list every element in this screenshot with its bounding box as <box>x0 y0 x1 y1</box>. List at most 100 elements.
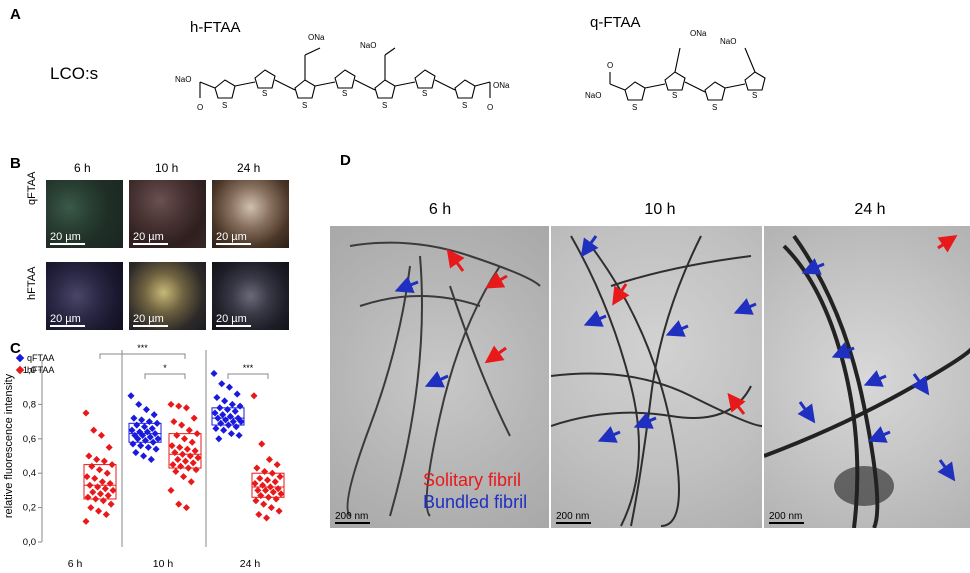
tem-6h-fibrils <box>346 241 541 517</box>
data-point-hftaa <box>88 462 96 470</box>
data-point-qftaa <box>213 393 221 402</box>
b-row-qftaa: qFTAA <box>26 171 38 205</box>
data-point-qftaa <box>222 416 230 424</box>
data-point-qftaa <box>150 411 158 419</box>
y-tick-label: 0,6 <box>23 434 36 445</box>
data-point-hftaa <box>265 455 273 463</box>
d-time-10h: 10 h <box>644 201 676 218</box>
panel-letter-a: A <box>10 6 21 23</box>
data-point-hftaa <box>191 447 199 455</box>
data-point-hftaa <box>263 476 272 484</box>
data-point-qftaa <box>152 445 160 453</box>
tem-10h-fibrils <box>551 235 762 527</box>
legend-marker-hftaa <box>15 365 25 375</box>
tem-scale-bar: 200 nm <box>769 511 805 524</box>
data-point-hftaa <box>91 474 99 482</box>
data-point-qftaa <box>135 400 143 408</box>
data-point-hftaa <box>171 449 179 457</box>
x-category-label: 6 h <box>68 558 83 570</box>
data-point-hftaa <box>181 457 190 465</box>
data-point-hftaa <box>100 457 108 465</box>
svg-text:ONa: ONa <box>690 29 707 38</box>
data-point-qftaa <box>210 369 218 377</box>
data-point-hftaa <box>185 426 193 434</box>
data-point-hftaa <box>174 455 182 463</box>
svg-text:NaO: NaO <box>175 75 191 84</box>
data-point-qftaa <box>144 443 152 451</box>
data-point-hftaa <box>101 485 109 493</box>
data-point-hftaa <box>175 402 183 410</box>
y-tick-label: 0,4 <box>23 468 36 479</box>
data-point-hftaa <box>273 461 281 469</box>
data-point-qftaa <box>145 418 153 426</box>
data-point-hftaa <box>82 517 90 525</box>
tem-scale-bar: 200 nm <box>556 511 592 524</box>
data-point-hftaa <box>178 421 186 429</box>
data-point-qftaa <box>143 428 151 436</box>
scale-bar: 20 µm <box>50 313 85 327</box>
legend-qftaa: qFTAA <box>27 353 54 363</box>
data-point-hftaa <box>93 455 101 463</box>
data-point-hftaa <box>275 507 283 515</box>
data-point-hftaa <box>105 443 113 451</box>
svg-text:ONa: ONa <box>493 81 510 90</box>
data-point-hftaa <box>104 492 112 500</box>
h-ftaa-title: h-FTAA <box>190 19 241 36</box>
y-axis-label: relative fluorescence intensity <box>3 373 15 518</box>
data-point-qftaa <box>129 440 137 448</box>
d-time-6h: 6 h <box>428 201 452 218</box>
significance-label: * <box>163 363 167 373</box>
data-point-hftaa <box>173 431 181 439</box>
significance-bracket <box>99 353 186 359</box>
data-point-hftaa <box>253 464 261 472</box>
data-point-qftaa <box>225 383 233 391</box>
data-point-hftaa <box>90 426 98 434</box>
data-point-hftaa <box>98 478 106 486</box>
data-point-hftaa <box>86 481 94 489</box>
svg-text:S: S <box>632 103 637 112</box>
data-point-hftaa <box>177 462 185 470</box>
data-point-hftaa <box>277 490 285 498</box>
data-point-hftaa <box>188 438 196 446</box>
significance-label: *** <box>137 343 148 353</box>
tem-arrows <box>394 235 958 482</box>
data-point-qftaa <box>142 406 150 414</box>
data-point-qftaa <box>235 431 243 439</box>
data-point-hftaa <box>187 478 195 486</box>
data-point-hftaa <box>271 478 279 486</box>
data-point-qftaa <box>141 436 150 445</box>
solitary-arrow <box>937 235 958 253</box>
data-point-qftaa <box>237 418 245 426</box>
b-time-24h: 24 h <box>237 161 261 175</box>
data-point-qftaa <box>228 400 236 408</box>
solitary-arrow <box>612 283 630 306</box>
panel-letter-d: D <box>340 152 351 169</box>
bundled-arrow <box>937 459 956 482</box>
data-point-hftaa <box>183 445 191 453</box>
d-time-24h: 24 h <box>854 201 886 218</box>
data-point-hftaa <box>274 485 282 493</box>
data-point-hftaa <box>180 435 189 443</box>
data-point-hftaa <box>192 466 200 474</box>
data-point-qftaa <box>232 423 240 431</box>
data-point-qftaa <box>231 407 239 415</box>
data-point-qftaa <box>139 431 147 439</box>
data-point-hftaa <box>89 488 97 496</box>
data-point-qftaa <box>229 418 237 426</box>
bundled-arrow <box>597 426 621 443</box>
b-time-10h: 10 h <box>155 161 179 175</box>
scale-bar: 20 µm <box>50 231 85 245</box>
data-point-hftaa <box>96 490 105 498</box>
svg-text:S: S <box>302 101 307 110</box>
data-point-hftaa <box>109 486 117 494</box>
data-point-qftaa <box>227 430 235 438</box>
data-point-hftaa <box>169 461 177 469</box>
data-point-qftaa <box>146 433 154 441</box>
bundled-arrow <box>424 371 449 388</box>
svg-text:S: S <box>422 89 427 98</box>
bundled-arrow <box>831 342 855 359</box>
solitary-arrow <box>446 248 465 272</box>
significance-bracket <box>227 373 269 379</box>
panel-letter-c: C <box>10 340 21 357</box>
